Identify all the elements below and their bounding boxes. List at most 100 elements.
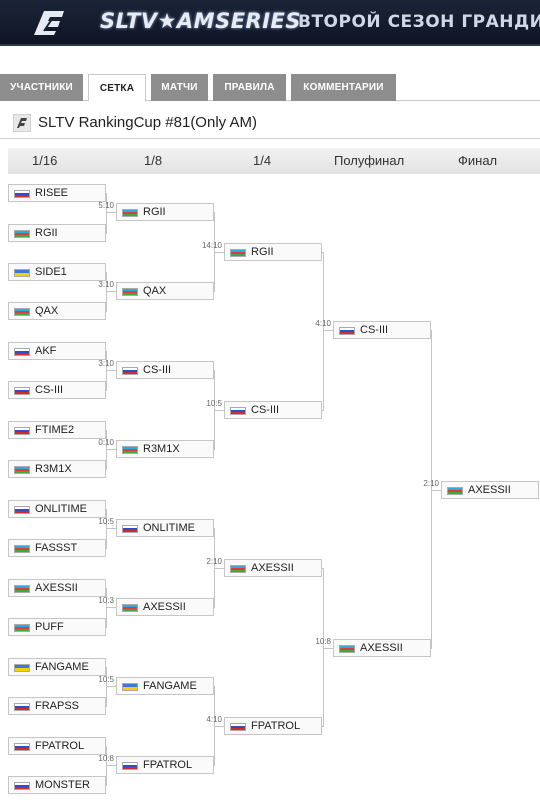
team-name: SIDE1 [35, 266, 67, 278]
r16-match-4-team2[interactable]: R3M1X [8, 460, 106, 478]
team-name: FPATROL [143, 759, 193, 771]
sf-match-1-team1[interactable]: CS-III [333, 321, 431, 339]
team-name: ONLITIME [143, 522, 195, 534]
game-logo-icon [13, 114, 31, 132]
match-score: 10:5 [206, 399, 222, 408]
r16-match-6-team1[interactable]: AXESSII [8, 579, 106, 597]
flag-ru-icon [14, 743, 30, 751]
tab-participants[interactable]: УЧАСТНИКИ [0, 74, 83, 101]
tab-bracket[interactable]: СЕТКА [88, 74, 146, 102]
bracket-connector [214, 726, 224, 727]
match-score: 4:10 [206, 715, 222, 724]
team-name: CS-III [360, 324, 389, 336]
round-header: 1/16 1/8 1/4 Полуфинал Финал [8, 148, 540, 174]
bracket-connector [214, 410, 224, 411]
flag-ru-icon [339, 327, 355, 335]
team-name: RGII [143, 206, 166, 218]
round-label-r16: 1/16 [32, 153, 58, 168]
r16-match-6-team2[interactable]: PUFF [8, 618, 106, 636]
r16-match-5-team1[interactable]: ONLITIME [8, 500, 106, 518]
team-name: AXESSII [251, 562, 294, 574]
team-name: PUFF [35, 621, 64, 633]
brand-title[interactable]: SLTV★AMSERIES [100, 9, 302, 33]
team-name: R3M1X [143, 443, 180, 455]
flag-az-icon [230, 249, 246, 257]
match-score: 0:10 [98, 438, 114, 447]
sf-match-1-team2[interactable]: AXESSII [333, 639, 431, 657]
bracket-connector [106, 449, 116, 450]
bracket-connector [323, 648, 333, 649]
r16-match-1-team1[interactable]: RISEE [8, 184, 106, 202]
r16-match-1-team2[interactable]: RGII [8, 224, 106, 242]
r16-match-8-team2[interactable]: MONSTER [8, 776, 106, 794]
flag-ua-icon [122, 683, 138, 691]
bracket-connector [106, 667, 107, 707]
bracket-connector [322, 410, 323, 411]
r16-match-5-team2[interactable]: FASSST [8, 539, 106, 557]
r8-match-3-team1[interactable]: ONLITIME [116, 519, 214, 537]
qf-match-2-team1[interactable]: AXESSII [224, 559, 322, 577]
bracket-connector [106, 370, 116, 371]
r8-match-2-team1[interactable]: CS-III [116, 361, 214, 379]
flag-ua-icon [14, 269, 30, 277]
team-name: R3M1X [35, 463, 72, 475]
tab-matches[interactable]: МАТЧИ [151, 74, 208, 101]
tab-rules[interactable]: ПРАВИЛА [213, 74, 286, 101]
r16-match-7-team2[interactable]: FRAPSS [8, 697, 106, 715]
r8-match-4-team2[interactable]: FPATROL [116, 756, 214, 774]
r16-match-3-team2[interactable]: CS-III [8, 381, 106, 399]
r8-match-1-team1[interactable]: RGII [116, 203, 214, 221]
r16-match-2-team1[interactable]: SIDE1 [8, 263, 106, 281]
match-score: 14:10 [201, 241, 222, 250]
team-name: RGII [251, 246, 274, 258]
match-score: 4:10 [315, 319, 331, 328]
r16-match-7-team1[interactable]: FANGAME [8, 658, 106, 676]
team-name: FASSST [35, 542, 78, 554]
bracket-connector [106, 351, 107, 391]
r16-match-2-team2[interactable]: QAX [8, 302, 106, 320]
bracket-connector [106, 765, 116, 766]
flag-az-icon [230, 565, 246, 573]
flag-az-icon [447, 487, 463, 495]
team-name: FTIME2 [35, 424, 75, 436]
tab-bar: УЧАСТНИКИ СЕТКА МАТЧИ ПРАВИЛА КОММЕНТАРИ… [0, 74, 540, 102]
qf-match-2-team2[interactable]: FPATROL [224, 717, 322, 735]
bracket-connector [106, 588, 107, 628]
team-name: CS-III [143, 364, 172, 376]
flag-ru-icon [14, 387, 30, 395]
flag-ru-icon [14, 506, 30, 514]
team-name: AXESSII [360, 642, 403, 654]
r8-match-4-team1[interactable]: FANGAME [116, 677, 214, 695]
r16-match-3-team1[interactable]: AKF [8, 342, 106, 360]
qf-match-1-team1[interactable]: RGII [224, 243, 322, 261]
team-name: RGII [35, 227, 58, 239]
match-score: 3:10 [98, 359, 114, 368]
flag-ru-icon [14, 348, 30, 356]
team-name: FANGAME [143, 680, 197, 692]
r16-match-8-team1[interactable]: FPATROL [8, 737, 106, 755]
team-name: MONSTER [35, 779, 90, 791]
bracket-connector [323, 252, 324, 411]
final-winner[interactable]: AXESSII [441, 481, 539, 499]
tab-comments[interactable]: КОММЕНТАРИИ [291, 74, 396, 101]
r16-match-4-team1[interactable]: FTIME2 [8, 421, 106, 439]
match-score: 10:5 [98, 517, 114, 526]
sltv-logo-icon[interactable] [30, 5, 70, 41]
r8-match-2-team2[interactable]: R3M1X [116, 440, 214, 458]
team-name: FPATROL [35, 740, 85, 752]
r8-match-1-team2[interactable]: QAX [116, 282, 214, 300]
team-name: QAX [35, 305, 59, 317]
match-score: 10:5 [98, 675, 114, 684]
bracket-connector [106, 686, 116, 687]
page-title: SLTV RankingCup #81(Only AM) [38, 114, 257, 131]
match-score: 5:10 [98, 201, 114, 210]
r8-match-3-team2[interactable]: AXESSII [116, 598, 214, 616]
flag-az-icon [14, 230, 30, 238]
round-label-r8: 1/8 [144, 153, 163, 168]
team-name: AXESSII [35, 582, 78, 594]
qf-match-1-team2[interactable]: CS-III [224, 401, 322, 419]
flag-ru-icon [122, 525, 138, 533]
title-divider [0, 138, 540, 139]
bracket-connector [322, 252, 323, 253]
